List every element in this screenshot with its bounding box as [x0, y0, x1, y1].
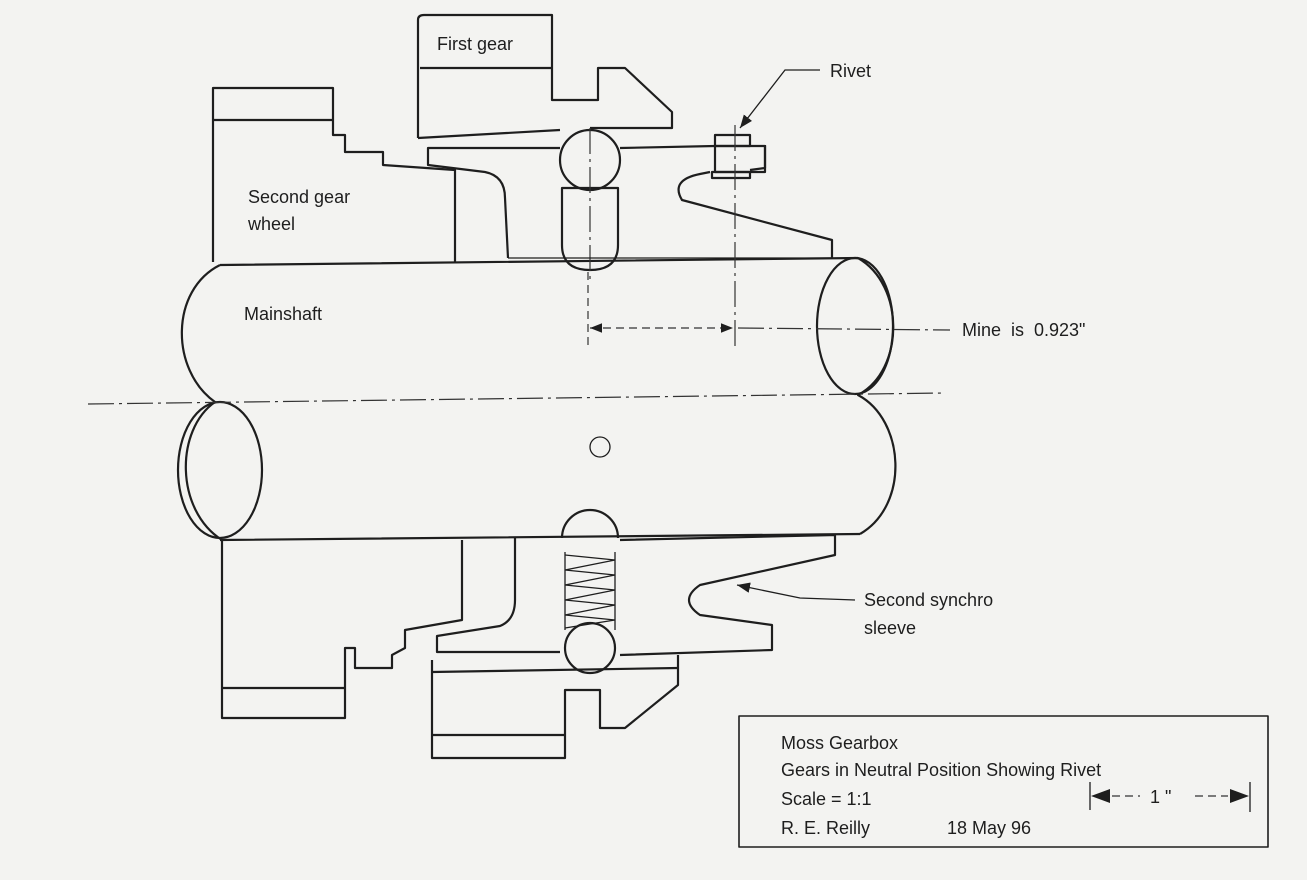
label-first-gear: First gear: [437, 34, 513, 54]
dimension-line: [587, 272, 951, 348]
first-gear-lower: [430, 655, 680, 760]
scale-bar-label: 1 ": [1150, 787, 1171, 807]
label-rivet: Rivet: [830, 61, 871, 81]
title-block-scale: Scale = 1:1: [781, 789, 872, 809]
title-block-date: 18 May 96: [947, 818, 1031, 838]
synchro-sleeve-lower: [435, 508, 837, 675]
scale-bar: 1 ": [1089, 782, 1251, 812]
synchro-hub-upper: [426, 128, 834, 280]
label-second-gear-wheel: wheel: [247, 214, 295, 234]
title-block: Moss Gearbox Gears in Neutral Position S…: [738, 715, 1269, 848]
synchro-leader: [736, 582, 856, 601]
title-block-author: R. E. Reilly: [781, 818, 870, 838]
label-sleeve: sleeve: [864, 618, 916, 638]
first-gear-upper: [416, 13, 674, 140]
rivet: [710, 125, 767, 348]
mainshaft: [87, 256, 946, 542]
label-measurement: Mine is 0.923": [962, 320, 1085, 340]
second-gear-wheel-lower: [220, 540, 464, 720]
label-second-gear: Second gear: [248, 187, 350, 207]
title-block-subtitle: Gears in Neutral Position Showing Rivet: [781, 760, 1101, 780]
label-second-synchro: Second synchro: [864, 590, 993, 610]
rivet-leader: [739, 69, 820, 129]
second-gear-wheel-upper: [211, 86, 457, 262]
label-mainshaft: Mainshaft: [244, 304, 322, 324]
title-block-title: Moss Gearbox: [781, 733, 898, 753]
